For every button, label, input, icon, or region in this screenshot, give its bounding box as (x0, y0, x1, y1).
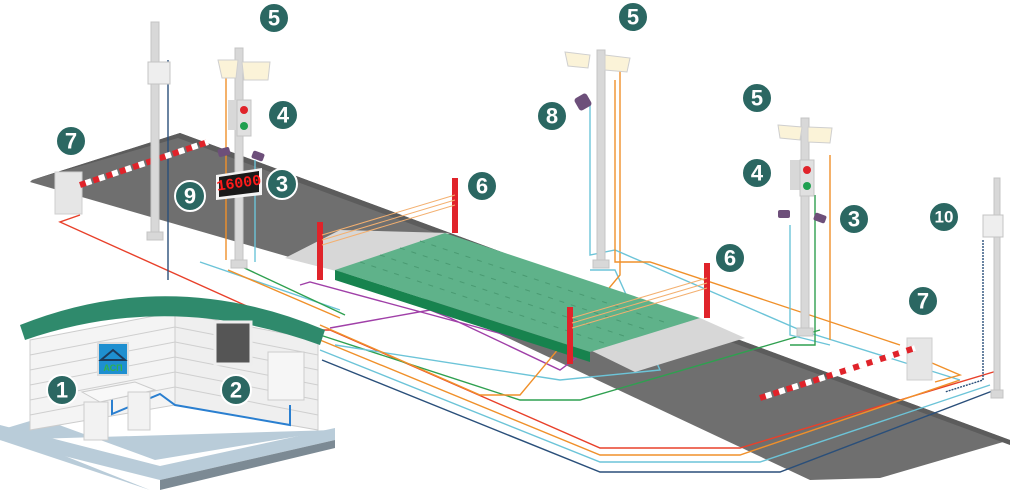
badge-4-exit[interactable]: 4 (741, 157, 773, 189)
scoreboard-display: 16000 (216, 168, 263, 200)
badge-label: 5 (627, 5, 639, 30)
ramp-near (590, 318, 745, 372)
badge-label: 3 (848, 207, 860, 232)
badge-6-near[interactable]: 6 (714, 242, 746, 274)
barrier-exit (759, 337, 933, 401)
badge-label: 4 (751, 161, 764, 186)
badge-5-exit[interactable]: 5 (741, 82, 773, 114)
badge-label: 7 (65, 129, 77, 154)
badge-1[interactable]: 1 (46, 374, 78, 406)
badge-label: 7 (917, 289, 929, 314)
weighbridge-platform-edge (335, 270, 590, 362)
badge-label: 10 (935, 208, 954, 227)
badge-10[interactable]: 10 (928, 201, 960, 233)
badge-label: 3 (276, 172, 288, 197)
badge-label: 9 (184, 184, 196, 209)
booth-window (213, 320, 253, 366)
weighbridge-platform (335, 233, 700, 352)
badge-7-entry[interactable]: 7 (55, 125, 87, 157)
badge-5-middle[interactable]: 5 (617, 1, 649, 33)
badge-2[interactable]: 2 (220, 374, 252, 406)
cameras (217, 93, 827, 224)
traffic-light-exit (790, 159, 815, 197)
badge-5-entry[interactable]: 5 (258, 2, 290, 34)
badge-3-exit[interactable]: 3 (838, 203, 870, 235)
operator-logo: АСП (103, 363, 122, 373)
floodlights (217, 51, 833, 144)
badge-label: 4 (277, 103, 290, 128)
barrier-entry (54, 139, 209, 215)
badge-label: 5 (268, 6, 280, 31)
badge-label: 2 (230, 378, 242, 403)
cable-bundle (58, 60, 1001, 473)
badge-4-entry[interactable]: 4 (267, 99, 299, 131)
control-cabinet (267, 351, 305, 401)
scoreboard-value: 16000 (216, 172, 263, 195)
operator-booth: АСП (0, 296, 335, 490)
badge-label: 5 (751, 86, 763, 111)
badge-7-exit[interactable]: 7 (907, 285, 939, 317)
badge-6-far[interactable]: 6 (466, 170, 498, 202)
badge-label: 6 (724, 246, 736, 271)
badge-label: 8 (546, 104, 558, 129)
booth-roof (20, 296, 325, 345)
badges: 1 2 3 3 4 4 5 5 5 6 6 7 7 8 9 10 (46, 1, 960, 406)
badge-label: 1 (56, 378, 68, 403)
badge-9[interactable]: 9 (174, 180, 206, 212)
ramp-far (285, 230, 450, 272)
badge-3-entry[interactable]: 3 (266, 168, 298, 200)
poles (146, 21, 1004, 399)
badge-label: 6 (476, 174, 488, 199)
light-curtain-posts (317, 178, 710, 364)
traffic-light-entry (228, 99, 252, 137)
operator-desk (80, 381, 157, 403)
badge-8[interactable]: 8 (536, 100, 568, 132)
